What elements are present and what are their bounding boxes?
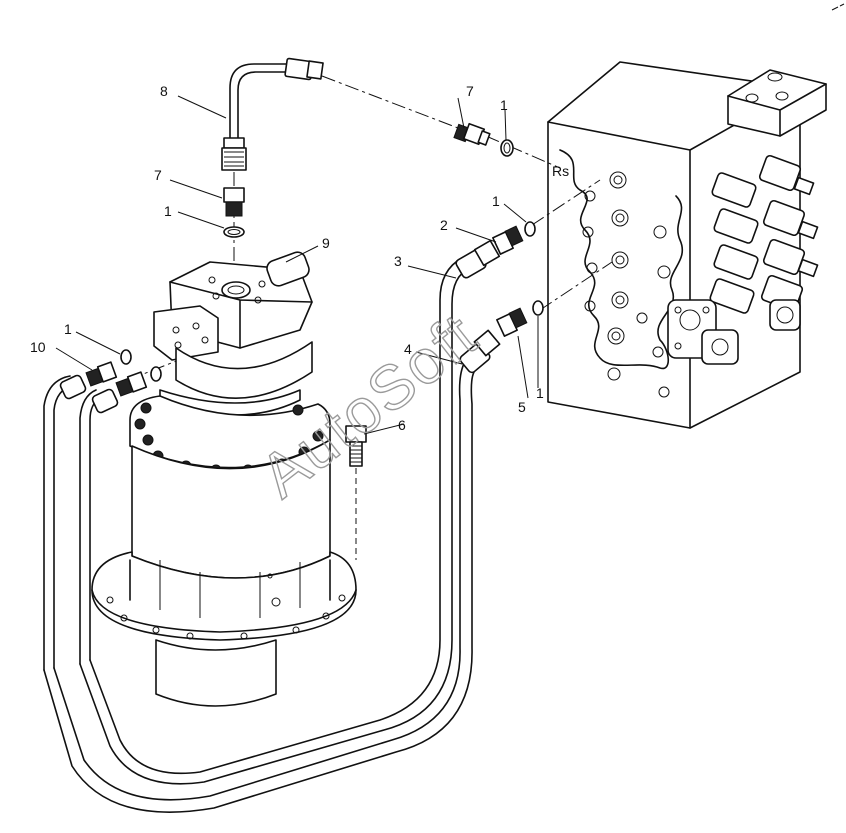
callout-6: 6 [398,417,406,433]
leader-lines [55,95,539,435]
callout-5: 5 [518,399,526,415]
flange-plate [667,299,739,365]
connector-5 [496,300,544,337]
connector-10 [85,349,162,397]
callout-1-lower: 1 [536,385,544,401]
swing-motor-9 [91,251,357,707]
callout-4: 4 [404,341,412,357]
connector-7-right [453,122,514,157]
callout-1-right-top: 1 [500,97,508,113]
callout-1-left: 1 [64,321,72,337]
callout-rs: Rs [552,163,569,179]
callout-labels: 8 7 1 9 7 1 Rs 1 2 3 4 1 10 5 1 6 [30,83,569,433]
callout-3: 3 [394,253,402,269]
connector-7-left [223,187,245,238]
callout-10: 10 [30,339,46,355]
callout-1-mid: 1 [492,193,500,209]
tube-8 [221,57,324,171]
callout-2: 2 [440,217,448,233]
callout-8: 8 [160,83,168,99]
hose-3-4 [43,239,501,813]
control-valve-block [547,61,827,429]
callout-9: 9 [322,235,330,251]
callout-7-left: 7 [154,167,162,183]
connector-2 [492,221,536,255]
bolt-6 [345,425,367,560]
callout-1-left-top: 1 [164,203,172,219]
solenoid-valves [709,154,819,331]
corner-mark [831,3,845,11]
callout-7-right: 7 [466,83,474,99]
valve-ports [582,171,671,398]
